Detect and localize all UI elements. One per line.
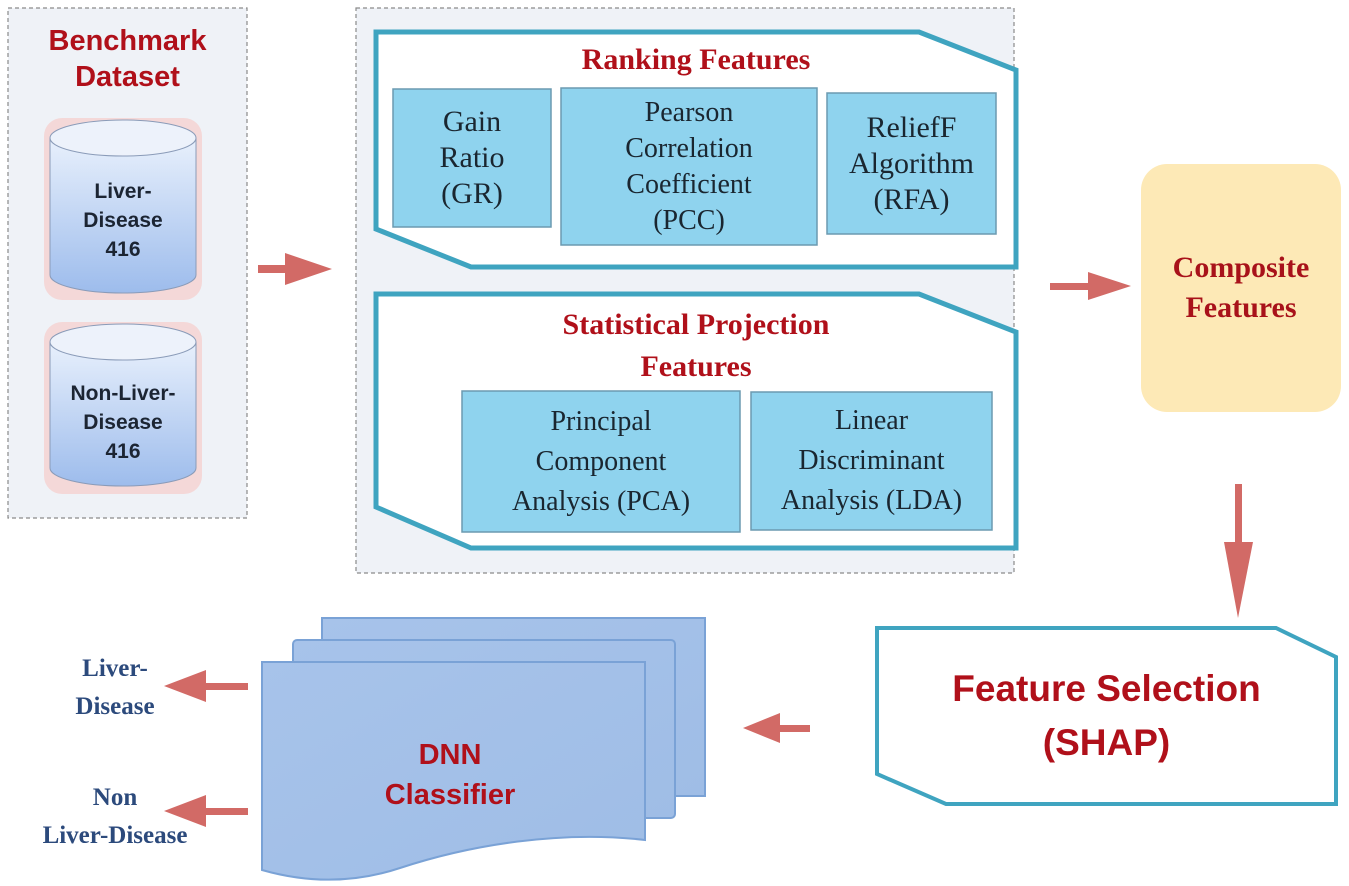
method-box-gr bbox=[392, 88, 552, 228]
database-icon bbox=[44, 322, 202, 494]
method-box-lda bbox=[750, 391, 993, 531]
method-label-pcc: Pearson Correlation Coefficient (PCC) bbox=[625, 96, 753, 236]
arrow-right-icon bbox=[258, 253, 332, 285]
database-icon bbox=[44, 118, 202, 300]
benchmark-title: Benchmark Dataset bbox=[48, 25, 207, 93]
ranking-title: Ranking Features bbox=[581, 43, 811, 76]
classifier-doc-stack bbox=[261, 617, 706, 881]
method-box-pcc bbox=[560, 87, 818, 246]
method-label-lda: Linear Discriminant Analysis (LDA) bbox=[780, 405, 963, 516]
feature-selection-box bbox=[875, 626, 1338, 806]
output-liver-disease: Liver- Disease bbox=[75, 655, 155, 720]
dataset-liver-disease: Liver- Disease 416 bbox=[83, 179, 163, 261]
composite-features-box bbox=[1141, 164, 1341, 412]
arrow-right-icon bbox=[1050, 272, 1131, 300]
composite-features-label: Composite Features bbox=[1172, 251, 1310, 324]
arrow-left-icon bbox=[164, 795, 248, 827]
arrow-down-icon bbox=[1224, 484, 1253, 618]
output-non-liver-disease: Non Liver-Disease bbox=[42, 784, 188, 849]
feature-selection-label: Feature Selection (SHAP) bbox=[952, 668, 1261, 763]
method-label-rfa: ReliefF Algorithm (RFA) bbox=[849, 110, 974, 216]
method-box-pca bbox=[461, 390, 741, 533]
method-label-gr: Gain Ratio (GR) bbox=[439, 105, 505, 210]
projection-title: Statistical Projection Features bbox=[562, 308, 830, 383]
arrow-left-icon bbox=[743, 713, 810, 743]
arrow-left-icon bbox=[164, 670, 248, 702]
dataset-non-liver-disease: Non-Liver- Disease 416 bbox=[70, 381, 176, 463]
classifier-label: DNN Classifier bbox=[384, 739, 516, 811]
method-label-pca: Principal Component Analysis (PCA) bbox=[511, 405, 691, 517]
method-box-rfa bbox=[826, 92, 997, 235]
